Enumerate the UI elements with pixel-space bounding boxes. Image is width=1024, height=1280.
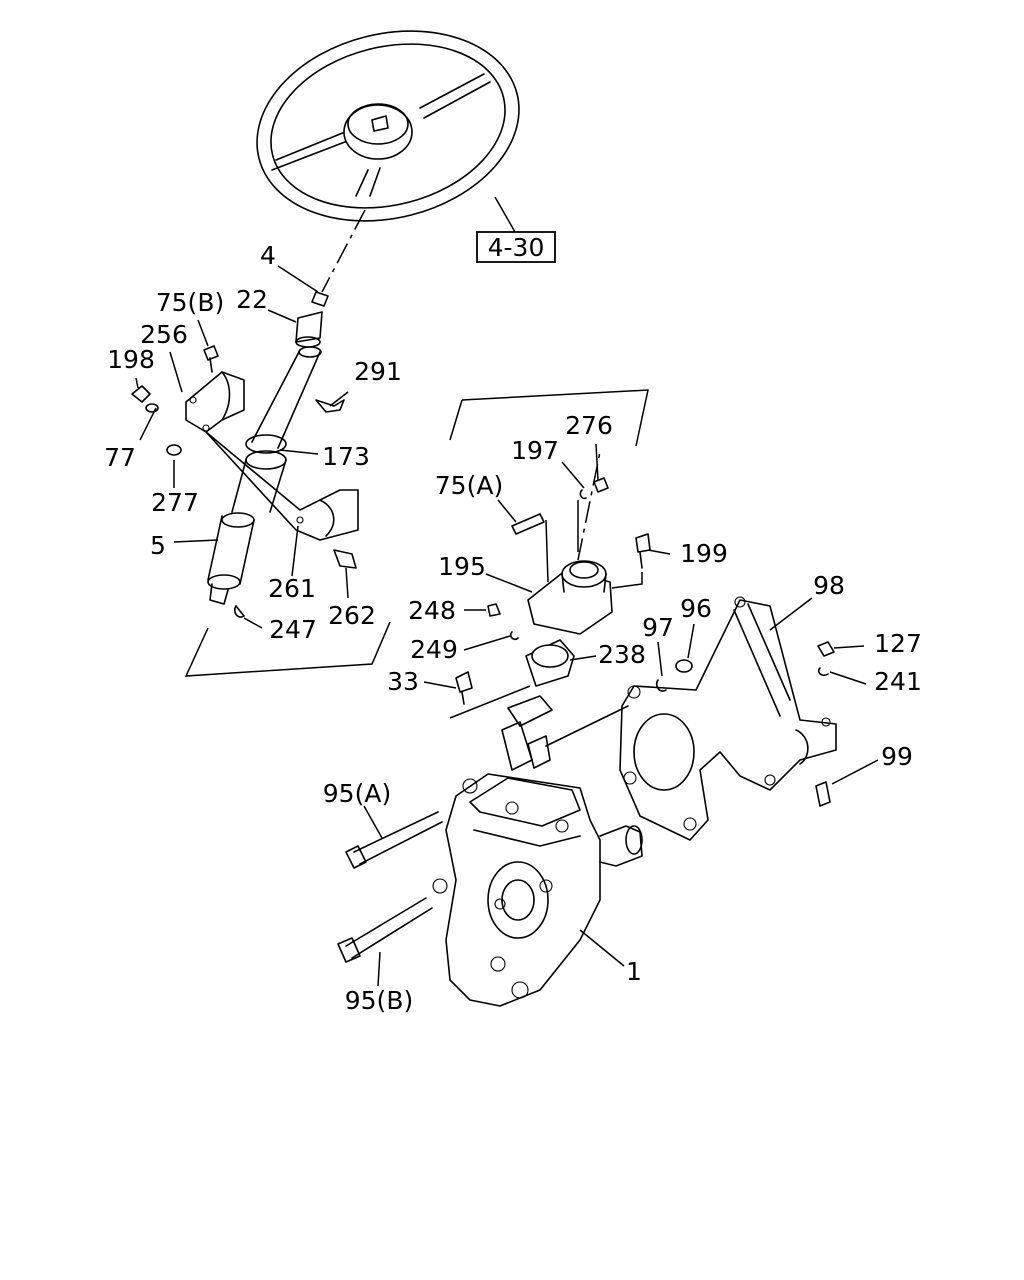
callout-276: 276 <box>565 411 613 440</box>
callout-173: 173 <box>322 442 370 471</box>
reference-box: 4-30 <box>476 231 556 263</box>
callout-241: 241 <box>874 667 922 696</box>
callout-248: 248 <box>408 596 456 625</box>
long-bolts <box>337 811 443 963</box>
callout-198: 198 <box>107 345 155 374</box>
steering-column <box>207 209 366 617</box>
callout-96: 96 <box>680 594 712 623</box>
callout-262: 262 <box>328 601 376 630</box>
callout-1: 1 <box>626 957 642 986</box>
callout-256: 256 <box>140 320 188 349</box>
callout-75b: 75(B) <box>156 288 224 317</box>
callout-95b: 95(B) <box>345 986 413 1015</box>
callout-99: 99 <box>881 742 913 771</box>
callout-97: 97 <box>642 613 674 642</box>
callout-277: 277 <box>151 488 199 517</box>
upper-bracket <box>185 371 359 541</box>
callout-22: 22 <box>236 285 268 314</box>
callout-199: 199 <box>680 539 728 568</box>
column-group-lines <box>184 621 391 677</box>
mounting-bracket <box>545 596 837 841</box>
callout-127: 127 <box>874 629 922 658</box>
callout-247: 247 <box>269 615 317 644</box>
callout-5: 5 <box>150 531 166 560</box>
leader-lines <box>135 265 879 987</box>
lower-joint <box>449 603 575 771</box>
callout-197: 197 <box>511 436 559 465</box>
callout-75a: 75(A) <box>435 471 503 500</box>
callout-261: 261 <box>268 574 316 603</box>
callout-labels: 4 22 75(B) 256 198 291 77 173 277 5 261 … <box>104 241 922 1015</box>
steering-wheel <box>256 30 520 233</box>
callout-33: 33 <box>387 667 419 696</box>
callout-98: 98 <box>813 571 845 600</box>
callout-95a: 95(A) <box>323 779 391 808</box>
cover-plate-group <box>449 389 651 635</box>
reference-label: 4-30 <box>488 233 545 262</box>
callout-195: 195 <box>438 552 486 581</box>
bracket-fasteners <box>655 641 835 807</box>
callout-238: 238 <box>598 640 646 669</box>
callout-4: 4 <box>260 241 276 270</box>
callout-249: 249 <box>410 635 458 664</box>
steering-gear-box <box>432 773 643 1007</box>
callout-77: 77 <box>104 443 136 472</box>
callout-291: 291 <box>354 357 402 386</box>
